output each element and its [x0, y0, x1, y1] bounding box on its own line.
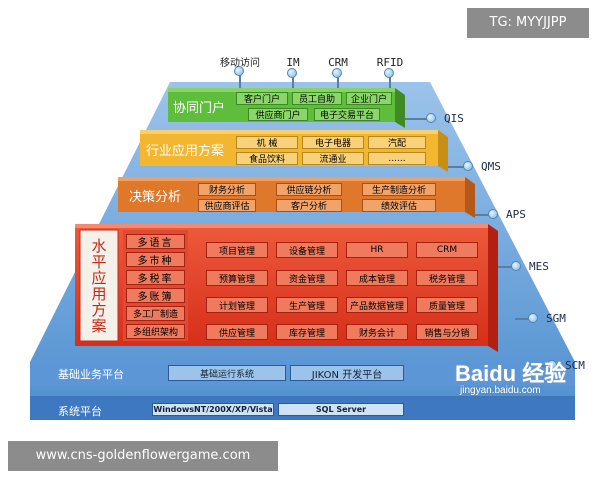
decision-item: 供应商评估 [198, 199, 256, 212]
portal-item: 电子交易平台 [314, 108, 380, 121]
pin [292, 70, 294, 88]
system-item: WindowsNT/200X/XP/Vista [152, 403, 274, 416]
module-item: 质量管理 [416, 297, 478, 313]
connector-dot [463, 161, 473, 171]
portal-item: 企业门户 [346, 92, 392, 105]
pin [239, 68, 241, 88]
connector-dot [332, 68, 342, 78]
decision-item: 供应链分析 [276, 183, 342, 196]
connector-dot [426, 113, 436, 123]
title-char: 应 [91, 269, 107, 287]
title-char: 方 [91, 301, 107, 319]
side-interface-aps: APS [506, 208, 526, 221]
system-item: SQL Server [278, 403, 404, 416]
top-interface-im: IM [286, 56, 300, 69]
industry-item: 食品饮料 [236, 152, 298, 165]
pin [498, 266, 514, 268]
connector-dot [234, 66, 244, 76]
industry-layer-title: 行业应用方案 [145, 143, 224, 159]
watermark-top: TG: MYYJJPP [467, 8, 589, 38]
title-char: 水 [91, 237, 107, 255]
module-item: 项目管理 [206, 242, 268, 258]
side-interface-mes: MES [529, 260, 549, 273]
connector-dot [511, 261, 521, 271]
industry-item: ...... [368, 152, 426, 165]
module-item: 资金管理 [276, 270, 338, 286]
pin [337, 70, 339, 88]
module-item: HR [346, 242, 408, 258]
pin [515, 318, 531, 320]
module-item: 计划管理 [206, 297, 268, 313]
module-item: 销售与分销 [416, 324, 478, 340]
baidu-logo: Baidu 经验 [455, 361, 567, 386]
module-item: 预算管理 [206, 270, 268, 286]
side-item: 多税率 [126, 270, 185, 285]
connector-dot [384, 68, 394, 78]
system-title: 系统平台 [58, 405, 102, 418]
connector-dot [488, 209, 498, 219]
decision-layer-title: 决策分析 [128, 189, 181, 205]
module-item: 供应管理 [206, 324, 268, 340]
pin [389, 70, 391, 88]
industry-item: 流通业 [302, 152, 364, 165]
base-item: JIKON 开发平台 [290, 365, 404, 381]
decision-item: 绩效评估 [362, 199, 436, 212]
connector-dot [547, 360, 557, 370]
top-interface-crm: CRM [328, 56, 348, 69]
portal-item: 供应商门户 [248, 108, 308, 121]
decision-item: 客户分析 [276, 199, 342, 212]
module-item: 产品数据管理 [346, 297, 408, 313]
pin [405, 118, 429, 120]
industry-item: 电子电器 [302, 136, 364, 149]
module-item: 成本管理 [346, 270, 408, 286]
connector-dot [528, 313, 538, 323]
top-interface-rfid: RFID [376, 56, 404, 69]
side-interface-qis: QIS [444, 112, 464, 125]
side-item: 多组织架构 [126, 324, 185, 339]
base-item: 基础运行系统 [168, 365, 286, 381]
side-interface-qms: QMS [481, 160, 501, 173]
watermark-bottom: www.cns-goldenflowergame.com [8, 441, 278, 471]
portal-layer-title: 协同门户 [172, 100, 225, 116]
horizontal-layer-title: 水 平 应 用 方 案 [80, 238, 118, 334]
pin [540, 365, 550, 367]
pin [475, 214, 491, 216]
side-item: 多工厂制造 [126, 306, 185, 321]
module-item: 税务管理 [416, 270, 478, 286]
title-char: 平 [91, 253, 107, 271]
portal-item: 员工自助 [292, 92, 342, 105]
decision-item: 财务分析 [198, 183, 256, 196]
side-item: 多账簿 [126, 288, 185, 303]
module-item: 设备管理 [276, 242, 338, 258]
industry-item: 汽配 [368, 136, 426, 149]
side-interface-sgm: SGM [546, 312, 566, 325]
decision-item: 生产制造分析 [362, 183, 436, 196]
baidu-url: jingyan.baidu.com [460, 385, 541, 396]
module-item: CRM [416, 242, 478, 258]
module-item: 库存管理 [276, 324, 338, 340]
base-business-title: 基础业务平台 [58, 368, 124, 381]
pin [448, 166, 466, 168]
title-char: 用 [91, 285, 107, 303]
side-item: 多语言 [126, 234, 185, 249]
side-item: 多市种 [126, 252, 185, 267]
connector-dot [287, 68, 297, 78]
module-item: 财务会计 [346, 324, 408, 340]
title-char: 案 [91, 317, 107, 335]
portal-item: 客户门户 [236, 92, 288, 105]
module-item: 生产管理 [276, 297, 338, 313]
side-interface-scm: SCM [565, 359, 585, 372]
industry-item: 机 械 [236, 136, 298, 149]
top-interface-mobile: 移动访问 [220, 58, 260, 69]
